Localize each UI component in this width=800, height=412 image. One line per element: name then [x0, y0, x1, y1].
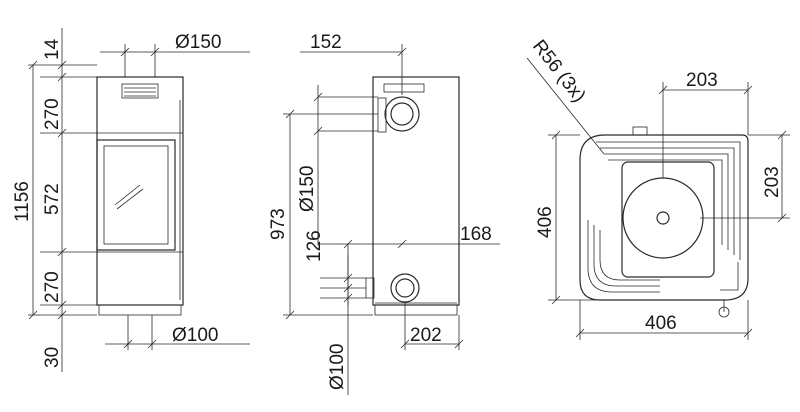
- front-glass-door: [96, 139, 176, 251]
- top-dim-406-horizontal: 406: [645, 313, 677, 334]
- front-dim-270-bottom: 270: [42, 271, 63, 303]
- side-dim-168: 168: [460, 224, 492, 245]
- front-top-vent: [121, 83, 159, 99]
- front-dim-1156: 1156: [12, 181, 33, 222]
- side-dim-d150: Ø150: [297, 166, 318, 212]
- front-view: 14 270 572 270 30 1156 Ø150 Ø100: [12, 28, 250, 372]
- top-dim-406-vertical: 406: [535, 206, 556, 238]
- side-dim-152: 152: [310, 32, 342, 53]
- front-dim-30: 30: [42, 347, 63, 368]
- side-view: 152 973 Ø150 126 168 Ø100: [268, 32, 500, 395]
- front-dim-bottom-collar: Ø100: [172, 325, 218, 346]
- front-dim-top-collar: Ø150: [175, 32, 221, 53]
- front-dim-572: 572: [42, 183, 63, 215]
- side-dim-202: 202: [410, 325, 442, 346]
- top-view: R56 (3x) 203 203 406 406: [526, 36, 790, 340]
- top-dim-203-horizontal: 203: [686, 70, 718, 91]
- top-dim-203-vertical: 203: [762, 166, 783, 198]
- side-dim-973: 973: [268, 208, 289, 240]
- side-dim-d100: Ø100: [327, 344, 348, 390]
- front-dim-270-top: 270: [42, 98, 63, 130]
- front-dim-14: 14: [42, 38, 63, 60]
- side-top-outlet: [377, 83, 425, 133]
- side-dim-126: 126: [304, 230, 325, 262]
